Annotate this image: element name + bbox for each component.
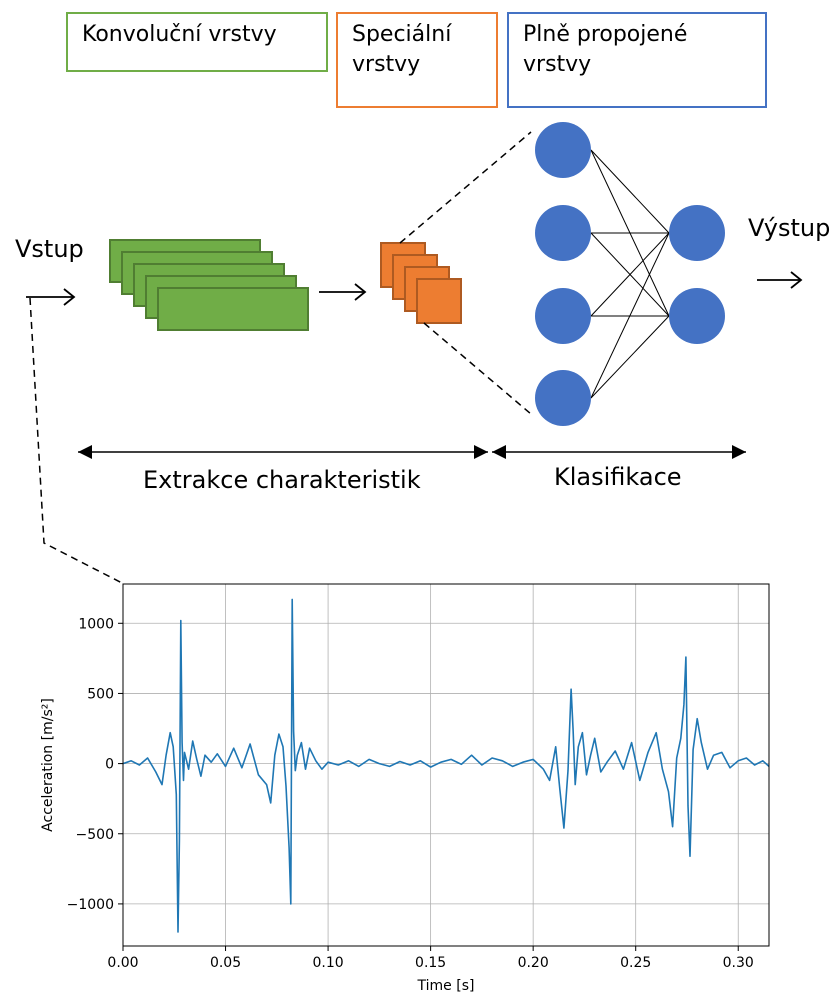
legend-fc-label-line2: vrstvy xyxy=(523,52,592,77)
x-tick-label: 0.20 xyxy=(518,955,549,971)
fully-connected-network xyxy=(535,122,725,426)
classification-label: Klasifikace xyxy=(554,463,682,491)
x-axis-label: Time [s] xyxy=(417,978,475,994)
acceleration-chart: 0.00 0.05 0.10 0.15 0.20 0.25 0.30 −1000 −500 0 50… xyxy=(40,583,770,994)
zoom-line-fc-top xyxy=(399,131,532,244)
legend-convolutional-label: Konvoluční vrstvy xyxy=(82,22,277,47)
feature-extraction-label: Extrakce charakteristik xyxy=(143,466,421,494)
conv-to-special-arrow xyxy=(319,283,367,301)
fc-neuron xyxy=(535,288,591,344)
special-layer-stack xyxy=(380,242,462,324)
fc-connection xyxy=(590,232,670,399)
x-tick-label: 0.05 xyxy=(210,955,241,971)
input-label: Vstup xyxy=(15,235,84,263)
y-axis-label: Acceleration [m/s²] xyxy=(40,698,56,832)
legend-special-label-line1: Speciální xyxy=(352,22,452,47)
output-arrow xyxy=(757,271,803,289)
x-tick-label: 0.25 xyxy=(620,955,651,971)
legend-special-layers: Speciální vrstvy xyxy=(336,12,498,108)
fc-neuron xyxy=(535,370,591,426)
feature-extraction-span xyxy=(78,445,488,459)
output-label: Výstup xyxy=(748,214,831,242)
legend-special-label-line2: vrstvy xyxy=(352,52,421,77)
legend-convolutional-layers: Konvoluční vrstvy xyxy=(66,12,328,72)
x-tick-label: 0.15 xyxy=(415,955,446,971)
y-tick-label: −500 xyxy=(76,827,114,843)
fc-connection xyxy=(590,149,670,234)
fc-connection xyxy=(590,315,670,399)
signal-series-line xyxy=(122,598,770,933)
y-tick-label: 1000 xyxy=(78,616,114,632)
input-arrow xyxy=(26,288,76,306)
x-tick-label: 0.30 xyxy=(723,955,754,971)
y-tick-label: 0 xyxy=(105,757,114,773)
fc-neuron xyxy=(535,205,591,261)
legend-fc-label-line1: Plně propojené xyxy=(523,22,688,47)
fc-neuron xyxy=(669,288,725,344)
y-tick-label: 500 xyxy=(87,686,114,702)
legend-fully-connected-layers: Plně propojené vrstvy xyxy=(507,12,767,108)
y-tick-label: −1000 xyxy=(67,897,114,913)
zoom-line-fc-bottom xyxy=(423,322,532,415)
plot-frame xyxy=(122,583,770,947)
fc-neuron xyxy=(669,205,725,261)
zoom-line-input xyxy=(29,297,125,585)
special-layer-rect xyxy=(416,278,462,324)
x-tick-label: 0.10 xyxy=(312,955,343,971)
classification-span xyxy=(492,445,746,459)
fc-connection xyxy=(590,232,670,317)
fc-neuron xyxy=(535,122,591,178)
x-tick-label: 0.00 xyxy=(107,955,138,971)
convolutional-layer-stack xyxy=(109,239,309,331)
conv-layer-rect xyxy=(157,287,309,331)
